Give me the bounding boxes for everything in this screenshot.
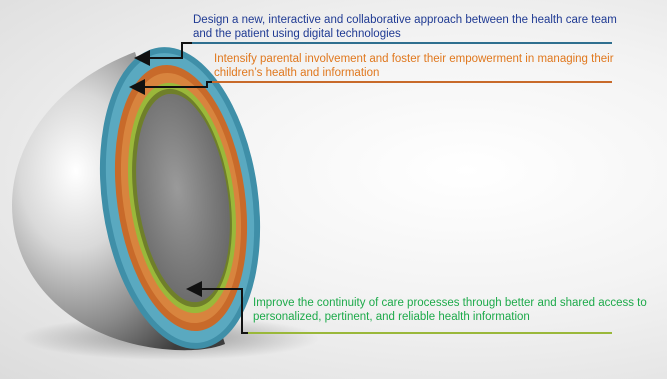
caption-parental-involvement: Intensify parental involvement and foste…: [214, 53, 614, 79]
core: [136, 93, 230, 303]
caption-digital-approach: Design a new, interactive and collaborat…: [193, 14, 617, 40]
caption-continuity-of-care: Improve the continuity of care processes…: [253, 297, 647, 323]
